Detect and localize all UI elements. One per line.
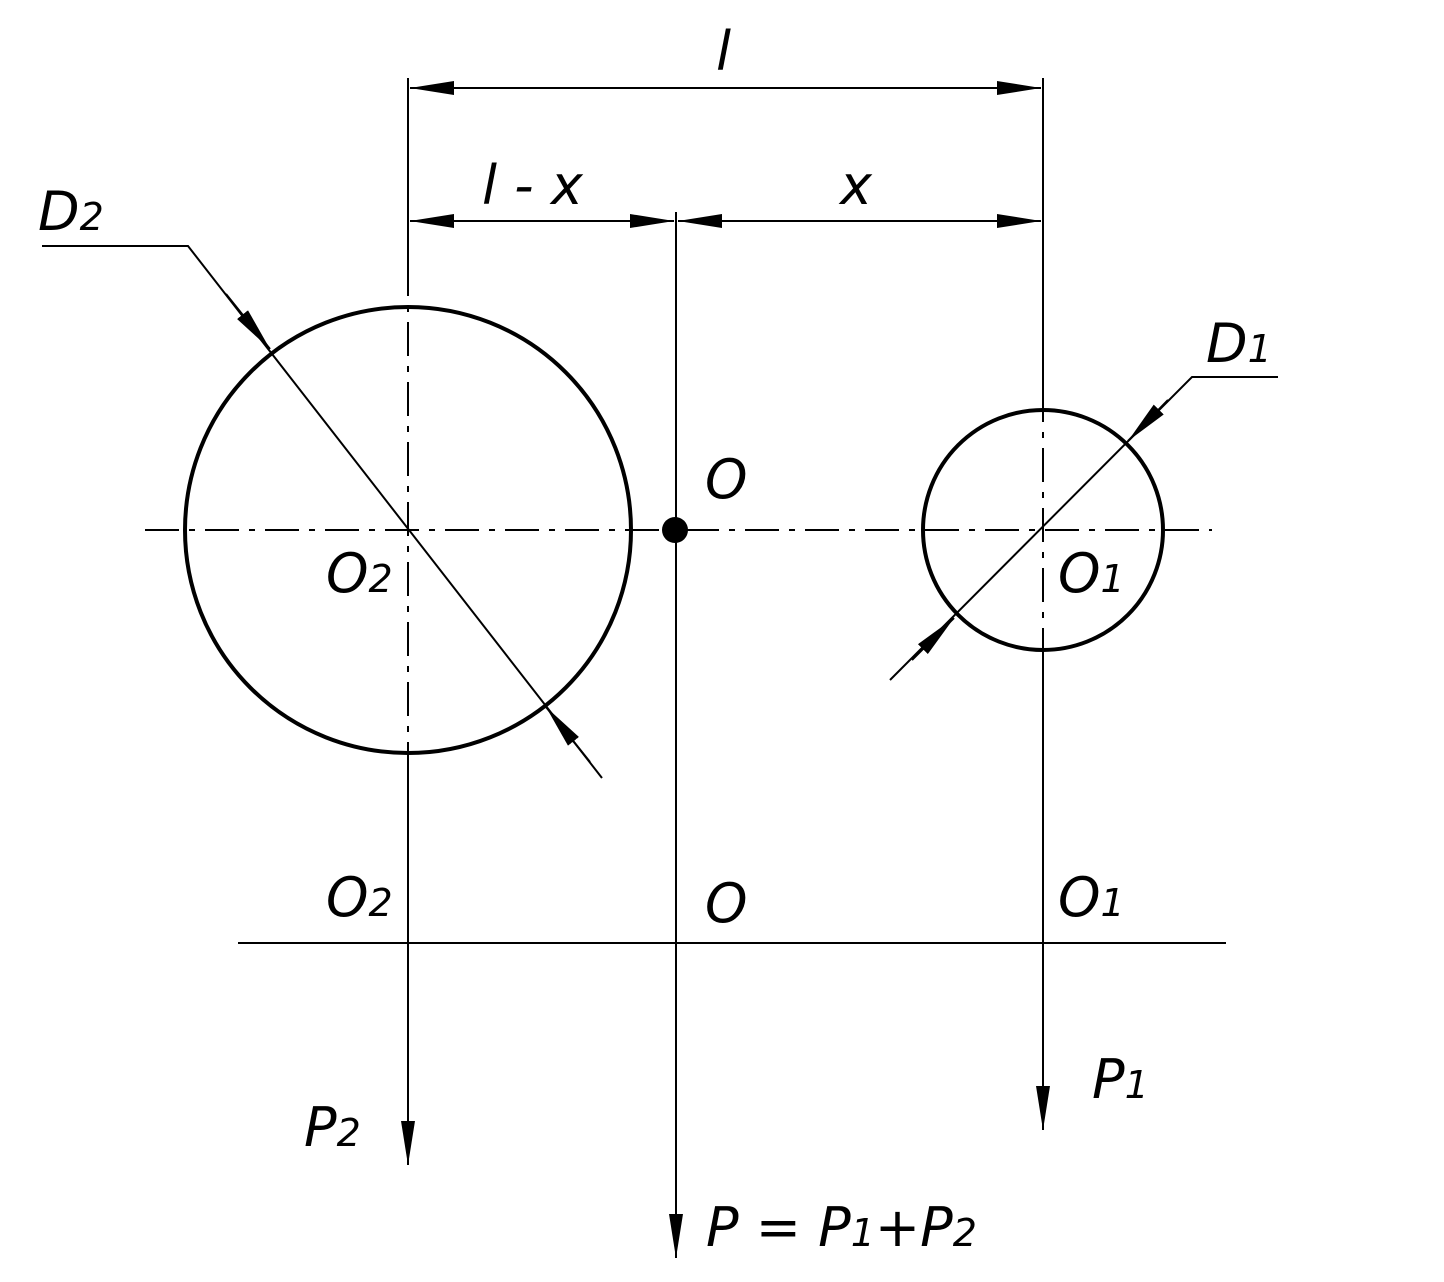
label-o-top: O <box>705 448 748 511</box>
diameter-arrow-d2-lower <box>545 706 591 763</box>
label-p2: P2 <box>304 1096 361 1159</box>
circle-d2 <box>183 305 633 755</box>
label-x: x <box>838 154 873 217</box>
label-o-bottom: O <box>705 872 748 935</box>
diameter-arrow-d1-upper <box>1127 399 1169 442</box>
label-p1: P1 <box>1092 1048 1149 1111</box>
center-point-o <box>662 517 688 543</box>
leader-line-d1 <box>889 376 1278 681</box>
label-o1-bottom: O1 <box>1058 866 1125 929</box>
label-l: l <box>716 20 731 83</box>
leader-line-d2 <box>42 245 603 779</box>
circle-d1 <box>921 408 1165 652</box>
label-l-minus-x: l - x <box>482 154 584 217</box>
diameter-arrow-d1-lower <box>911 617 955 661</box>
label-o1-top: O1 <box>1058 542 1125 605</box>
label-o2-top: O2 <box>326 542 393 605</box>
label-d1: D1 <box>1206 312 1272 375</box>
label-p-sum: P = P1+P2 <box>706 1196 977 1259</box>
label-d2: D2 <box>38 180 104 243</box>
label-o2-bottom: O2 <box>326 866 393 929</box>
diameter-arrow-d2-upper <box>225 293 271 350</box>
